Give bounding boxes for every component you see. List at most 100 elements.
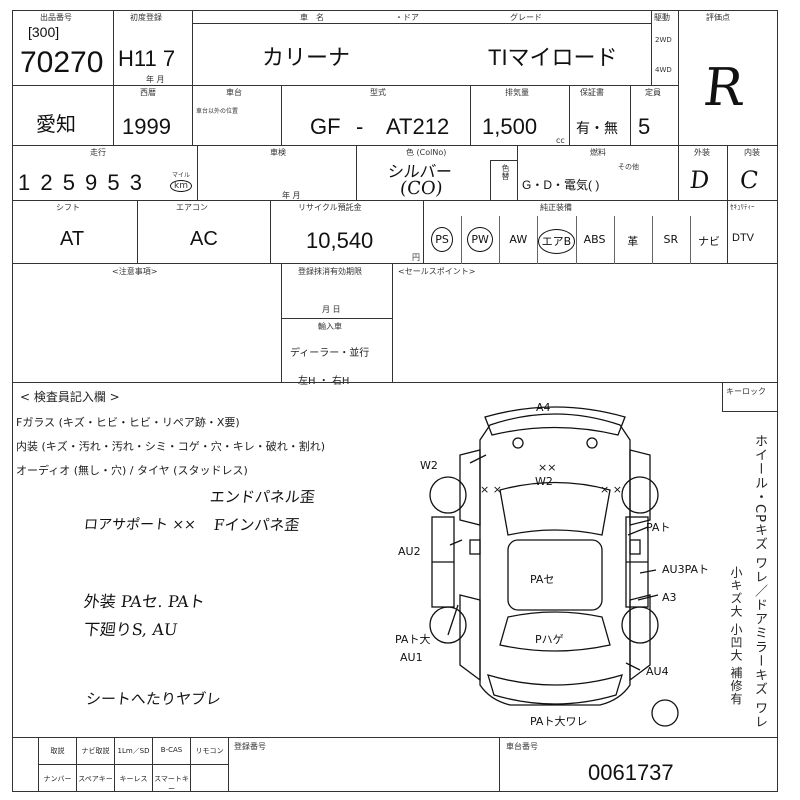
month-unit: 年 月 [146, 75, 165, 84]
label-xx-center: ×× [538, 461, 556, 474]
headlight-right [586, 437, 598, 449]
type-prefix: GF [310, 114, 341, 139]
equipment-label: 純正装備 [540, 203, 572, 212]
seats: 5 [638, 114, 651, 139]
reg-no-label: 登録番号 [234, 742, 266, 751]
recycle-label: リサイクル預託金 [298, 203, 362, 212]
label-rear: PAト大ワレ [530, 714, 587, 728]
sales-cell [392, 263, 778, 383]
frame-no: 0061737 [588, 760, 674, 785]
label-a4: A4 [536, 401, 551, 414]
front-bumper [484, 406, 626, 436]
interior-label: 内装 [744, 148, 760, 157]
score-label: 評価点 [706, 13, 730, 22]
reg-no-cell [228, 737, 500, 792]
footer-item-bottom-1: スペアキー [76, 764, 115, 792]
footer-item-bottom-3: スマートキー [152, 764, 191, 793]
inspector-line-3: オーディオ (無し・穴) / タイヤ (スタッドレス) [16, 464, 248, 477]
footer-item-bottom-2: キーレス [114, 764, 153, 792]
registration-unit: 月 日 [322, 305, 341, 314]
color-change-label: 色替 [501, 164, 510, 180]
windshield [499, 481, 611, 536]
type-dash: - [356, 114, 364, 139]
inspector-hand-2: ロアサポート ×× [83, 517, 197, 533]
footer-item-top-2: 1Lm／SD [114, 737, 153, 765]
inspector-hand-4: 外装 PAセ. PAト [82, 592, 206, 611]
inspector-hand-6: シートへたりヤブレ [85, 690, 222, 708]
headlight-left [512, 437, 524, 449]
drive-label: 駆動 [654, 13, 670, 22]
grade-label: グレード [510, 13, 542, 22]
exterior-label: 外装 [694, 148, 710, 157]
import-label: 輸入車 [318, 322, 342, 331]
first-reg-label: 初度登録 [130, 13, 162, 22]
side-text-1: ホイール・CPキズ ワレ／ドアミラーキズ ワレ [752, 434, 767, 730]
region: 愛知 [36, 114, 76, 136]
footer-item-top-1: ナビ取説 [76, 737, 115, 765]
cc-unit: cc [556, 136, 565, 145]
footer-item-top-3: B-CAS [152, 737, 191, 765]
year: 1999 [122, 114, 171, 139]
chassis-note: 車台以外の位置 [196, 108, 239, 115]
mileage-label: 走行 [90, 148, 106, 157]
lot-number: 70270 [20, 46, 104, 79]
spare-wheel [651, 699, 679, 727]
color-code: (CO) [398, 178, 444, 199]
drive-2wd: 2WD [655, 36, 672, 44]
rear-window [499, 611, 611, 652]
label-phage: Pハゲ [535, 633, 564, 646]
label-au3pat: AU3PAト [662, 563, 709, 576]
lot-label: 出品番号 [40, 13, 72, 22]
ac: AC [190, 228, 218, 250]
equipment-3: エアB [537, 229, 576, 254]
label-w2-center: W2 [535, 475, 553, 488]
equipment-0: PS [423, 227, 461, 252]
inspector-title: < 検査員記入欄 > [20, 390, 120, 404]
model-name-label: 車 名 [300, 13, 324, 22]
score-value: R [700, 58, 747, 118]
mileage-unit: km [170, 180, 192, 192]
label-xx-right: × × [600, 483, 622, 496]
right-mirror [629, 539, 641, 555]
first-reg-value: H11 7 [118, 46, 176, 71]
fuel-other: その他 [618, 163, 639, 171]
mileage: 1 2 5 9 5 3 [18, 170, 144, 195]
equipment-7: ナビ [697, 235, 720, 248]
rear-right-fender [629, 594, 651, 682]
car-diagram: A4 W2 ×× W2 × × × × AU2 PAト AU3PAト PAセ A… [395, 401, 709, 728]
door-label: ・ドア [395, 13, 419, 22]
roof [507, 539, 603, 611]
fuel: G・D・電気( ) [522, 178, 600, 192]
key-lock-label: キーロック [726, 387, 766, 396]
sales-label: <セールスポイント> [398, 267, 476, 276]
drive-4wd: 4WD [655, 66, 672, 74]
label-au1: AU1 [400, 651, 423, 664]
name-grade-header [192, 10, 652, 24]
label-au2: AU2 [398, 545, 421, 558]
wheel-front-left [429, 476, 467, 514]
footer-item-top-0: 取説 [38, 737, 77, 765]
inspection-unit: 年 月 [282, 191, 301, 200]
registration-label: 登録抹消有効期限 [298, 267, 362, 276]
warranty: 有・無 [576, 120, 618, 136]
car-body-outline [479, 413, 631, 706]
lot-prefix: [300] [28, 24, 60, 40]
exterior: D [688, 166, 711, 194]
equipment-1: PW [461, 227, 499, 252]
footer-item-bottom-0: ナンバー [38, 764, 77, 792]
mileage-unit-top: マイル [172, 172, 191, 179]
equipment-dtv: DTV [732, 232, 754, 244]
footer-item-top-4: リモコン [190, 737, 229, 765]
year-label: 西暦 [140, 88, 156, 97]
notes-cell [12, 263, 282, 383]
front-left-fender [459, 449, 481, 526]
inspection-label: 車検 [270, 148, 286, 157]
rear-left-fender [459, 594, 481, 682]
chassis-label: 車台 [226, 88, 242, 97]
front-right-fender [629, 449, 651, 526]
equipment-4: ABS [583, 233, 606, 246]
shift-label: シフト [56, 203, 80, 212]
equipment-5: 革 [627, 235, 639, 248]
inspector-line-1: Fガラス (キズ・ヒビ・ヒビ・リペア跡・X要) [16, 416, 240, 429]
